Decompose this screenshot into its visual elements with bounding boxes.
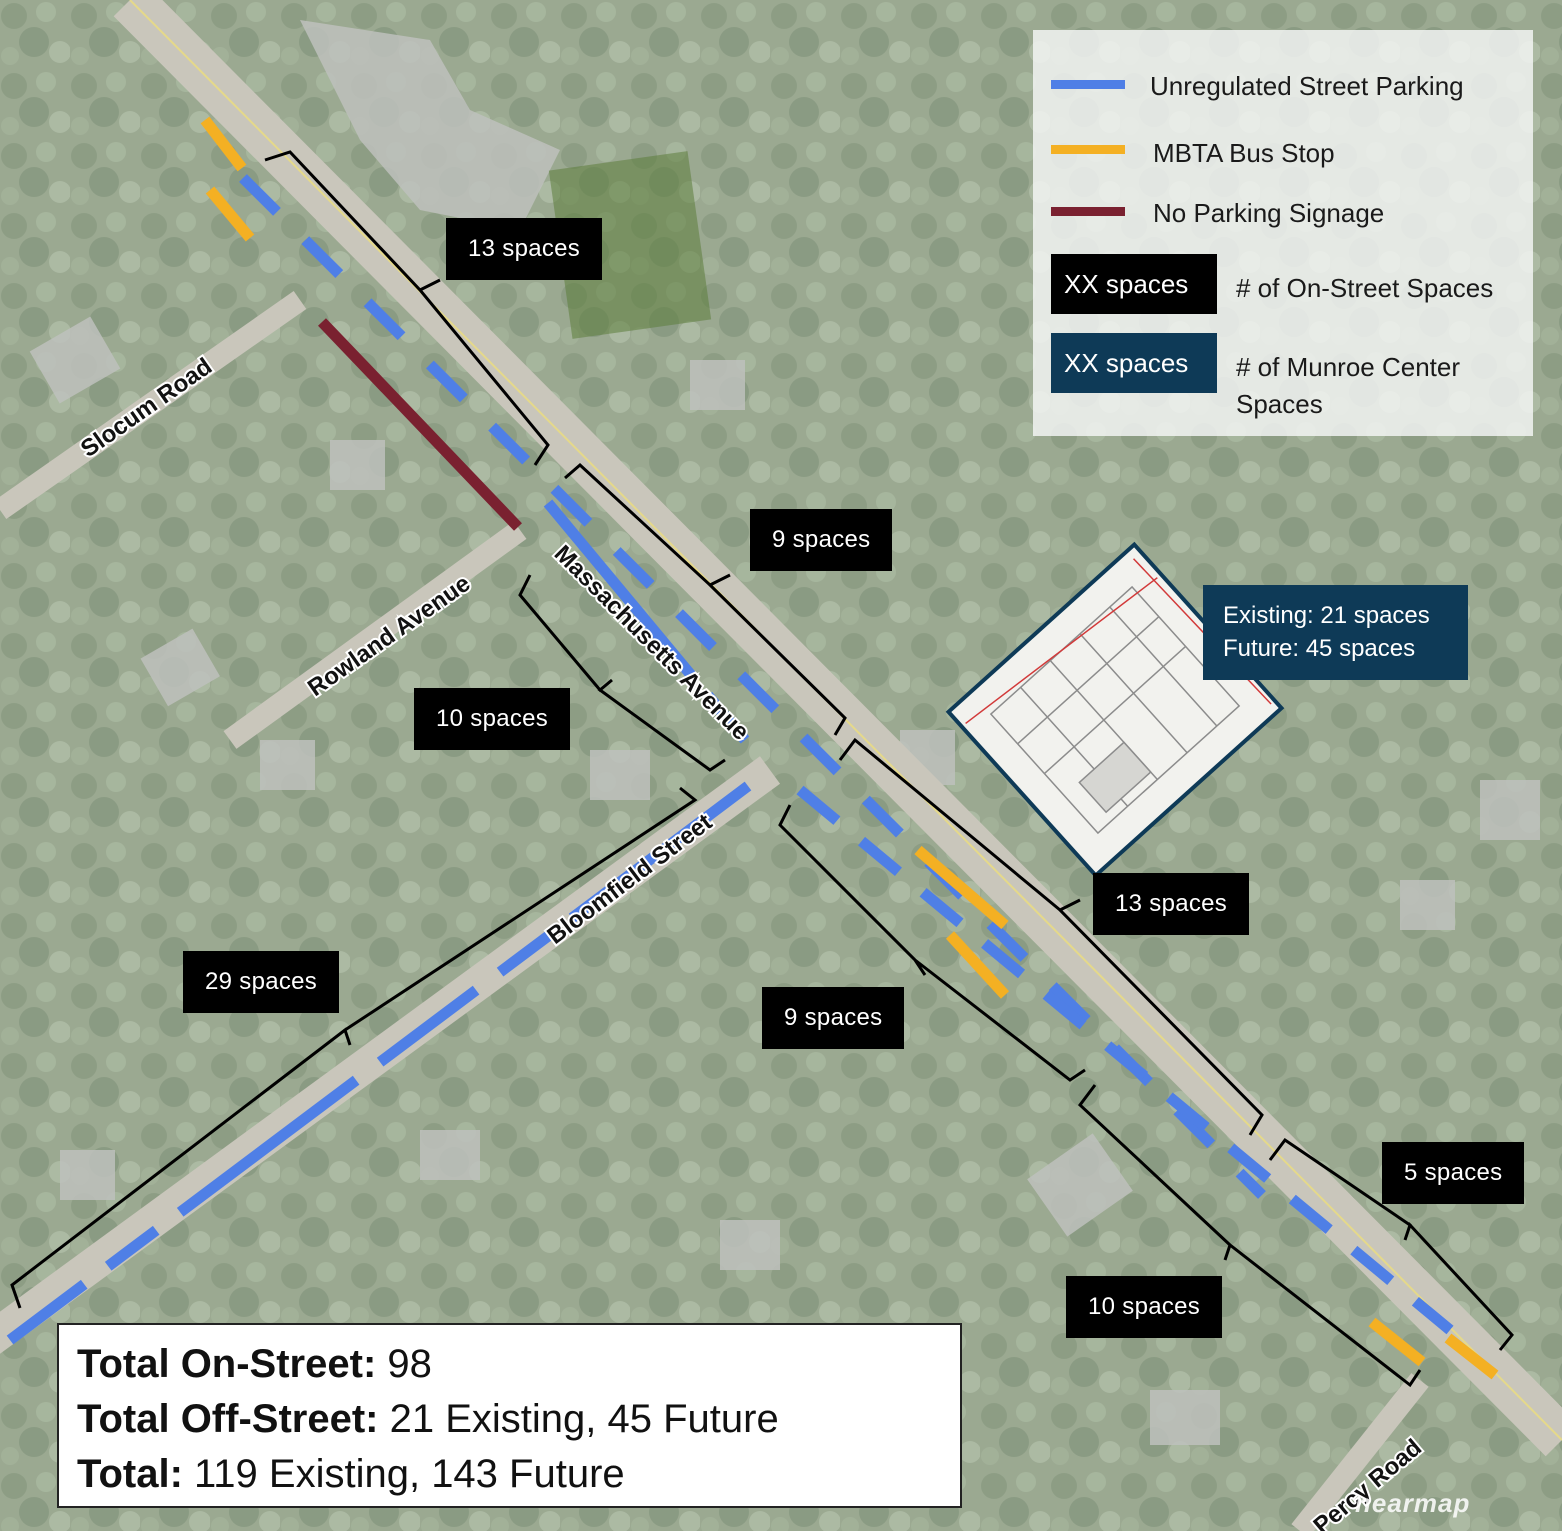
segment-chip-s3: 10 spaces <box>414 688 571 750</box>
rowland-avenue-road <box>223 521 527 749</box>
bracket-s5 <box>10 786 698 1309</box>
legend-label-bus-stop: MBTA Bus Stop <box>1153 138 1335 168</box>
legend-label-no-parking: No Parking Signage <box>1153 198 1385 228</box>
munroe-existing: Existing: 21 spaces <box>1223 602 1430 629</box>
segment-chip-s6: 9 spaces <box>762 987 905 1049</box>
bus-stop-segments <box>200 116 1499 1380</box>
legend-chip-onstreet: XX spaces <box>1051 254 1217 314</box>
total-overall-value: 119 Existing, 143 Future <box>182 1452 625 1496</box>
legend-swatch-unregulated <box>1051 80 1125 89</box>
munroe-center-spaces-box: Existing: 21 spaces Future: 45 spaces <box>1203 585 1468 680</box>
bracket-s4 <box>838 737 1264 1136</box>
bracket-s6 <box>778 804 1086 1082</box>
total-offstreet-value: 21 Existing, 45 Future <box>378 1397 779 1441</box>
bracket-s3 <box>518 574 726 772</box>
total-offstreet: Total Off-Street: 21 Existing, 45 Future <box>77 1392 960 1447</box>
legend-label-unregulated: Unregulated Street Parking <box>1150 71 1464 101</box>
total-onstreet: Total On-Street: 98 <box>77 1337 960 1392</box>
no-parking-segment <box>318 318 522 531</box>
segment-brackets <box>10 150 1514 1388</box>
percy-road-road <box>1291 1373 1429 1531</box>
segment-chip-s8: 10 spaces <box>1066 1276 1223 1338</box>
unregulated-parking-segments <box>6 174 1454 1345</box>
legend-swatch-bus-stop <box>1051 145 1125 154</box>
total-overall: Total: 119 Existing, 143 Future <box>77 1447 960 1502</box>
legend-label-onstreet: # of On-Street Spaces <box>1236 273 1494 303</box>
bracket-s2 <box>564 462 847 736</box>
legend-label-munroe-2: Spaces <box>1236 389 1323 419</box>
totals-box: Total On-Street: 98 Total Off-Street: 21… <box>57 1323 962 1508</box>
segment-chip-s7: 5 spaces <box>1382 1142 1525 1204</box>
bracket-s1 <box>264 150 550 466</box>
legend-chip-munroe: XX spaces <box>1051 333 1217 393</box>
bracket-s7 <box>1268 1137 1514 1351</box>
nearmap-watermark: nearmap <box>1355 1488 1471 1518</box>
legend-label-munroe-1: # of Munroe Center <box>1236 352 1461 382</box>
sports-field <box>548 151 712 339</box>
segment-chip-s1: 13 spaces <box>446 218 603 280</box>
legend: Unregulated Street Parking MBTA Bus Stop… <box>1033 30 1533 436</box>
buildings <box>29 20 1540 1445</box>
segment-chip-s2: 9 spaces <box>750 509 893 571</box>
slocum-road-road <box>0 290 307 520</box>
total-onstreet-value: 98 <box>376 1342 432 1386</box>
total-onstreet-label: Total On-Street: <box>77 1342 377 1386</box>
segment-chip-s4: 13 spaces <box>1093 873 1250 935</box>
total-overall-label: Total: <box>77 1452 183 1496</box>
bracket-s8 <box>1077 1084 1422 1388</box>
legend-swatch-no-parking <box>1051 207 1125 216</box>
center-line <box>129 0 1562 1441</box>
segment-chip-s5: 29 spaces <box>183 951 340 1013</box>
munroe-future: Future: 45 spaces <box>1223 635 1416 662</box>
total-offstreet-label: Total Off-Street: <box>77 1397 379 1441</box>
